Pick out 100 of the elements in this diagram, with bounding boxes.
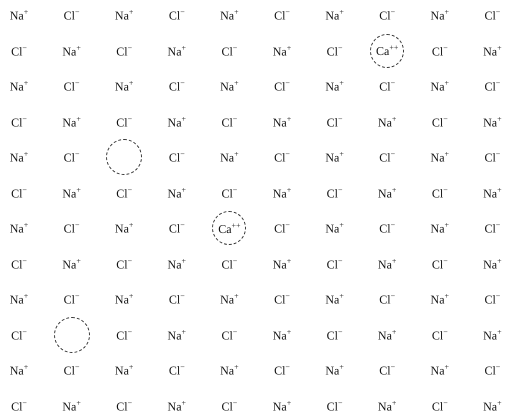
ion-label: Cl$^{−}$ (379, 364, 396, 376)
ion-label: Na$^{+}$ (62, 257, 81, 270)
ion-label: Na$^{+}$ (220, 364, 239, 376)
ion-label: Na$^{+}$ (62, 44, 81, 57)
ion-label: Na$^{+}$ (483, 328, 502, 341)
ion-label: Cl$^{−}$ (11, 186, 27, 199)
ion-label: Na$^{+}$ (272, 115, 292, 128)
ion-label: Cl$^{−}$ (168, 80, 185, 92)
ion-label: Na$^{+}$ (272, 328, 292, 341)
ion-label: Na$^{+}$ (168, 186, 186, 199)
ion-label: Na$^{+}$ (430, 222, 450, 234)
ion-label: Na$^{+}$ (325, 80, 344, 92)
ion-label: Cl$^{−}$ (64, 292, 80, 306)
ion-label: Na$^{+}$ (62, 399, 81, 412)
ion-label: Na$^{+}$ (325, 292, 344, 306)
ion-label: Na$^{+}$ (272, 186, 292, 199)
ion-label: Cl$^{−}$ (11, 257, 27, 270)
ion-label: Na$^{+}$ (378, 115, 396, 128)
ion-label: Cl$^{−}$ (432, 399, 448, 412)
ion-label: Cl$^{−}$ (116, 44, 132, 57)
ion-label: Cl$^{−}$ (168, 222, 185, 234)
ion-label: Cl$^{−}$ (221, 115, 238, 128)
ion-label: Cl$^{−}$ (326, 328, 343, 341)
ion-label: Na$^{+}$ (114, 8, 134, 22)
ion-label: Cl$^{−}$ (326, 115, 343, 128)
ion-label: Na$^{+}$ (483, 44, 502, 57)
ion-label: Na$^{+}$ (114, 222, 134, 234)
ion-label: Na$^{+}$ (220, 80, 239, 92)
ion-label: Cl$^{−}$ (116, 115, 132, 128)
ion-label: Cl$^{−}$ (116, 257, 132, 270)
ion-label: Na$^{+}$ (378, 186, 396, 199)
ion-label: Na$^{+}$ (10, 150, 28, 164)
ion-label: Cl$^{−}$ (11, 44, 27, 57)
ion-label: Na$^{+}$ (430, 8, 450, 22)
ion-label: Na$^{+}$ (220, 150, 239, 164)
ion-label: Cl$^{−}$ (274, 292, 290, 306)
ion-label: Cl$^{−}$ (64, 364, 80, 376)
ion-label: Na$^{+}$ (430, 364, 450, 376)
ion-label: Na$^{+}$ (378, 257, 396, 270)
ion-label: Na$^{+}$ (168, 399, 186, 412)
ion-label: Ca$^{++}$ (218, 222, 241, 234)
ion-label: Na$^{+}$ (483, 399, 502, 412)
ion-label: Cl$^{−}$ (274, 80, 290, 92)
ion-label: Cl$^{−}$ (432, 328, 448, 341)
ion-label: Na$^{+}$ (168, 257, 186, 270)
ion-label: Cl$^{−}$ (379, 80, 396, 92)
ion-label: Na$^{+}$ (378, 399, 396, 412)
ion-label: Na$^{+}$ (168, 44, 186, 57)
ion-label: Cl$^{−}$ (432, 44, 448, 57)
ion-label: Cl$^{−}$ (432, 257, 448, 270)
ion-label: Cl$^{−}$ (11, 115, 27, 128)
ion-circle (370, 34, 404, 68)
ion-label: Na$^{+}$ (483, 257, 502, 270)
ion-label: Cl$^{−}$ (168, 150, 185, 164)
ion-label: Na$^{+}$ (62, 115, 81, 128)
ion-label: Na$^{+}$ (483, 186, 502, 199)
ion-label: Cl$^{−}$ (168, 292, 185, 306)
ion-label: Cl$^{−}$ (221, 257, 238, 270)
ion-label: Na$^{+}$ (10, 80, 28, 92)
ion-label: Na$^{+}$ (10, 8, 28, 22)
ion-label: Cl$^{−}$ (484, 364, 500, 376)
ion-label: Cl$^{−}$ (116, 328, 132, 341)
ion-label: Na$^{+}$ (168, 115, 186, 128)
vacancy-circle (106, 139, 142, 175)
ion-label: Na$^{+}$ (10, 292, 28, 306)
ion-label: Na$^{+}$ (378, 328, 396, 341)
ion-label: Na$^{+}$ (114, 292, 134, 306)
ion-label: Cl$^{−}$ (326, 44, 343, 57)
ion-label: Cl$^{−}$ (274, 364, 290, 376)
ion-label: Na$^{+}$ (325, 222, 344, 234)
ion-label: Cl$^{−}$ (64, 222, 80, 234)
ion-label: Cl$^{−}$ (274, 222, 290, 234)
ion-label: Cl$^{−}$ (274, 8, 290, 22)
ion-circle (212, 211, 246, 245)
ion-label: Na$^{+}$ (114, 80, 134, 92)
ion-label: Na$^{+}$ (272, 399, 292, 412)
ion-label: Na$^{+}$ (168, 328, 186, 341)
ion-label: Cl$^{−}$ (484, 80, 500, 92)
ion-label: Cl$^{−}$ (379, 292, 396, 306)
ion-label: Cl$^{−}$ (379, 222, 396, 234)
ion-label: Na$^{+}$ (10, 364, 28, 376)
ion-label: Cl$^{−}$ (379, 150, 396, 164)
ion-label: Na$^{+}$ (325, 8, 344, 22)
ion-label: Cl$^{−}$ (484, 292, 500, 306)
ion-label: Na$^{+}$ (272, 257, 292, 270)
ion-label: Cl$^{−}$ (432, 115, 448, 128)
ion-label: Cl$^{−}$ (432, 186, 448, 199)
ion-label: Cl$^{−}$ (64, 8, 80, 22)
ion-label: Na$^{+}$ (10, 222, 28, 234)
ion-label: Na$^{+}$ (325, 150, 344, 164)
ion-label: Na$^{+}$ (430, 80, 450, 92)
ion-label: Na$^{+}$ (430, 292, 450, 306)
ion-label: Cl$^{−}$ (326, 257, 343, 270)
ion-label: Na$^{+}$ (430, 150, 450, 164)
ion-label: Cl$^{−}$ (326, 399, 343, 412)
ion-label: Na$^{+}$ (272, 44, 292, 57)
ion-label: Cl$^{−}$ (221, 399, 238, 412)
ion-label: Cl$^{−}$ (11, 399, 27, 412)
ion-label: Cl$^{−}$ (116, 399, 132, 412)
ion-label: Cl$^{−}$ (168, 8, 185, 22)
